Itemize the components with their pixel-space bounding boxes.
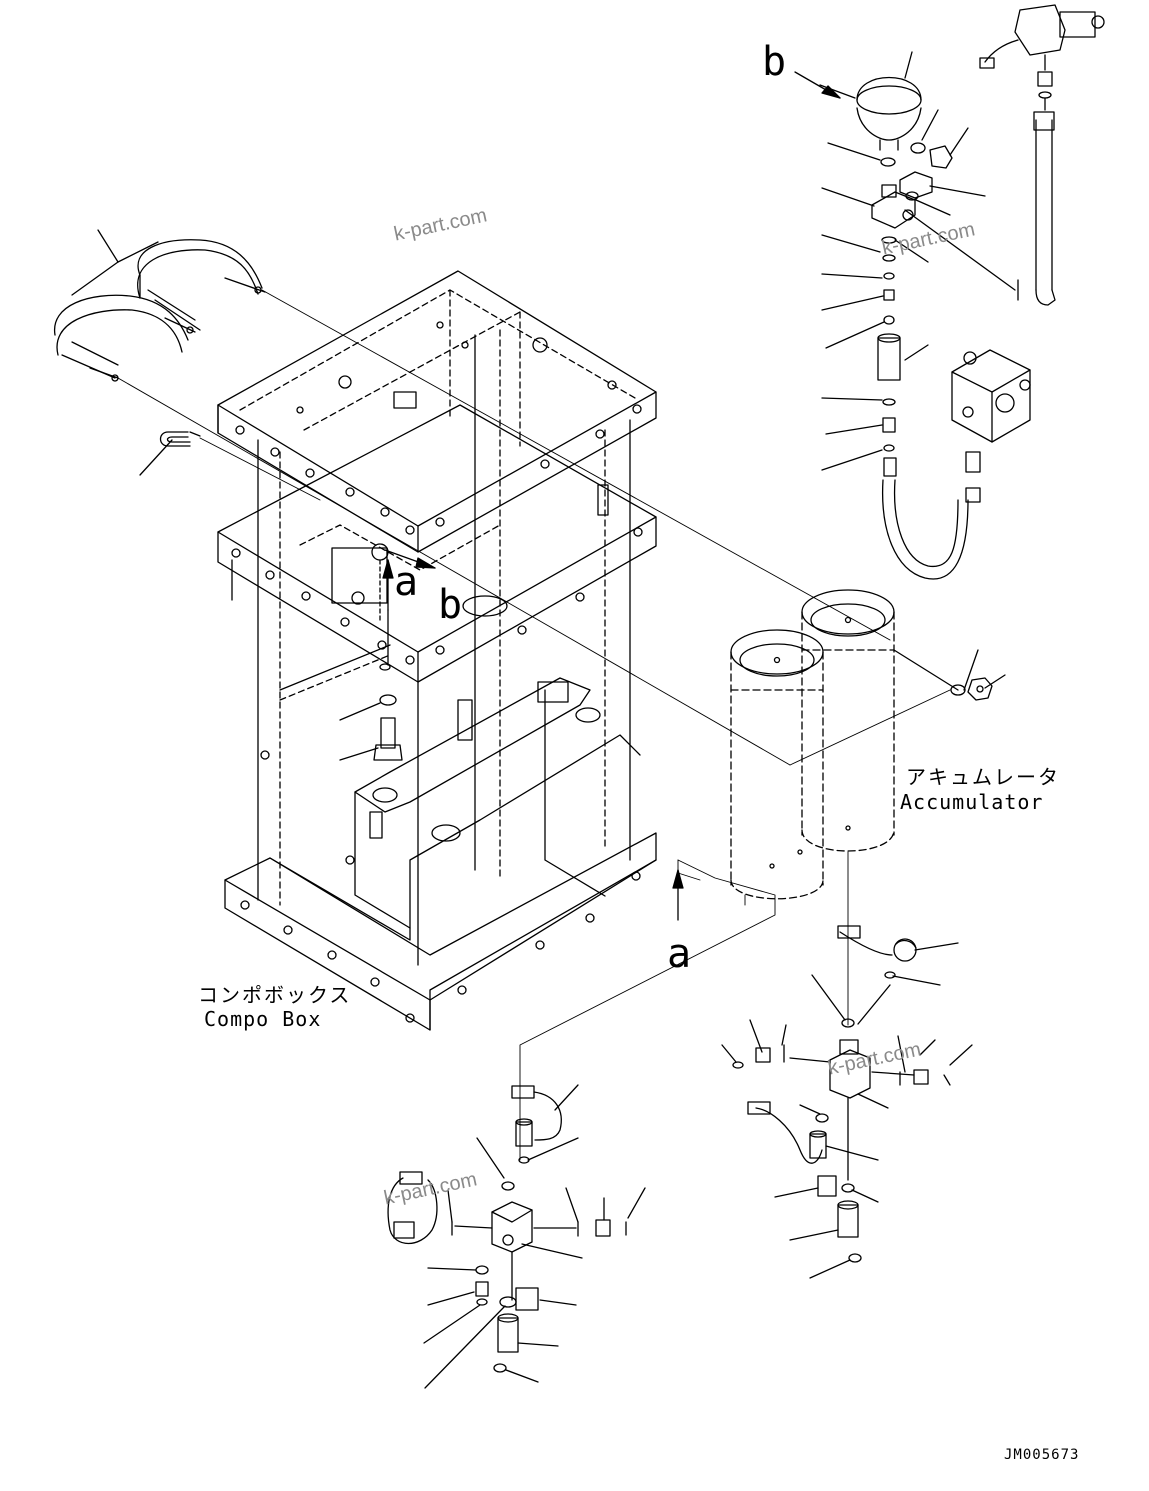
u-bolt (161, 432, 201, 446)
accumulator-left (731, 630, 823, 899)
hose-curved-lower (883, 480, 968, 579)
arrow-view-a-bottom (673, 870, 683, 920)
frame-middle-plate (218, 405, 656, 682)
hose-vertical-top (1018, 112, 1055, 305)
small-accumulator (820, 52, 921, 150)
drawing-code: JM005673 (1004, 1447, 1080, 1463)
accumulator-label-en: Accumulator (900, 790, 1044, 814)
pressure-switch-top (980, 5, 1104, 110)
leader-u-bolt (140, 440, 172, 475)
top-valve-stack (822, 143, 928, 476)
control-valve-block (952, 350, 1030, 502)
accumulator-routing (520, 852, 848, 1160)
frame-legs (258, 330, 630, 965)
frame-top-plate (218, 271, 656, 552)
arrow-view-b-frame (385, 550, 435, 568)
view-label-b-top: b (762, 39, 787, 85)
accumulator-right (802, 590, 894, 851)
elbow-fittings-top (895, 110, 1015, 290)
leader-clamp-b (72, 262, 118, 295)
leader-clamp-label (98, 230, 118, 262)
arrow-view-a-frame (380, 560, 393, 620)
view-label-a-frame: a (394, 559, 419, 605)
arrow-view-b-top (795, 72, 840, 98)
compo-box-label-jp: コンポボックス (198, 983, 352, 1007)
assembly-lines-clamp (118, 290, 950, 765)
valve-assembly-left (388, 1085, 645, 1388)
frame-bottom-plate (225, 735, 656, 1030)
valve-assembly-right (722, 926, 972, 1278)
frame-bolt-washer (340, 610, 402, 760)
leader-clamp-a (118, 242, 158, 262)
band-clamp-set (55, 240, 265, 381)
view-label-b-frame: b (438, 582, 463, 628)
view-label-a-bottom: a (667, 931, 692, 977)
nut-washer-accumulator (894, 650, 1005, 700)
compo-box-label-en: Compo Box (204, 1007, 322, 1031)
accumulator-label-jp: アキュムレータ (906, 765, 1060, 789)
bracket-crossbar (355, 678, 605, 928)
